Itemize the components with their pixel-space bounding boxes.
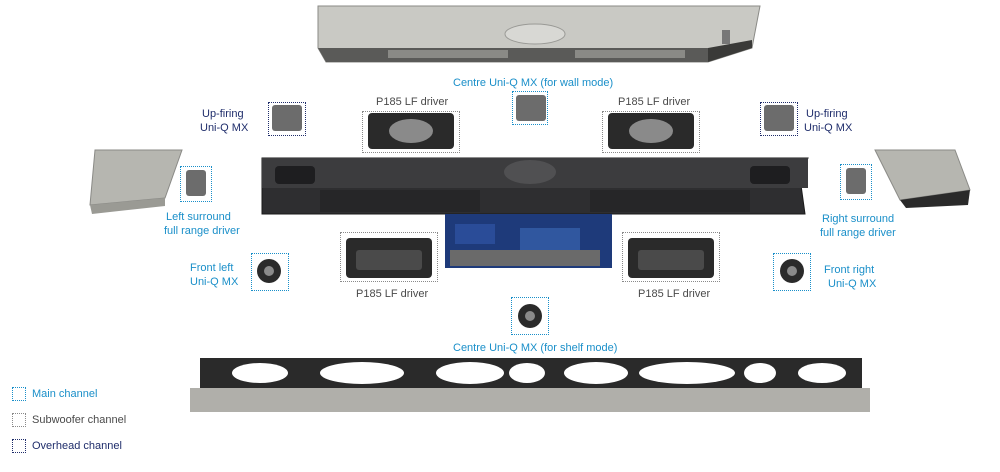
upfiring-right-label-line1: Up-firing — [806, 108, 848, 120]
front-left-box — [251, 253, 289, 291]
p185-bottom-right-box — [622, 232, 720, 282]
front-grille — [190, 358, 870, 412]
main-chassis — [261, 157, 809, 215]
upfiring-left-driver — [272, 105, 302, 131]
legend-main-label: Main channel — [32, 388, 98, 400]
legend-over-swatch — [12, 439, 26, 453]
p185-top-right-label: P185 LF driver — [618, 96, 691, 108]
upfiring-left-box — [268, 102, 306, 136]
legend-main-swatch — [12, 387, 26, 401]
legend-sub-row: Subwoofer channel — [12, 412, 126, 428]
upfiring-right-driver — [764, 105, 794, 131]
p185-top-right-box — [602, 111, 700, 153]
p185-bottom-left-label: P185 LF driver — [356, 288, 429, 300]
left-surround-label-line2: full range driver — [164, 225, 240, 237]
right-surround-driver — [846, 168, 866, 194]
p185-bottom-right-label: P185 LF driver — [638, 288, 711, 300]
front-right-label-line2: Uni-Q MX — [828, 278, 877, 290]
centre-wall-driver — [516, 95, 546, 121]
upfiring-left-label-line1: Up-firing — [202, 108, 244, 120]
front-right-box — [773, 253, 811, 291]
right-end-cap — [874, 149, 971, 208]
p185-bottom-left-box — [340, 232, 438, 282]
legend-over-row: Overhead channel — [12, 438, 122, 454]
amplifier-board — [445, 214, 612, 268]
left-surround-driver — [186, 170, 206, 196]
legend-main-row: Main channel — [12, 386, 97, 402]
centre-shelf-box — [511, 297, 549, 335]
right-surround-label-line1: Right surround — [822, 213, 895, 225]
front-left-label-line2: Uni-Q MX — [190, 276, 239, 288]
centre-wall-box — [512, 91, 548, 125]
legend-over-label: Overhead channel — [32, 440, 122, 452]
legend-sub-swatch — [12, 413, 26, 427]
left-end-cap — [89, 149, 183, 214]
top-cover-panel — [317, 5, 761, 63]
front-left-label-line1: Front left — [190, 262, 234, 274]
right-surround-label-line2: full range driver — [820, 227, 896, 239]
right-surround-box — [840, 164, 872, 200]
upfiring-left-label-line2: Uni-Q MX — [200, 122, 249, 134]
p185-top-left-box — [362, 111, 460, 153]
legend-sub-label: Subwoofer channel — [32, 414, 127, 426]
upfiring-right-label-line2: Uni-Q MX — [804, 122, 853, 134]
front-right-label-line1: Front right — [824, 264, 875, 276]
p185-top-left-label: P185 LF driver — [376, 96, 449, 108]
left-surround-label-line1: Left surround — [166, 211, 231, 223]
centre-shelf-label: Centre Uni-Q MX (for shelf mode) — [453, 342, 618, 354]
upfiring-right-box — [760, 102, 798, 136]
centre-wall-label: Centre Uni-Q MX (for wall mode) — [453, 77, 614, 89]
left-surround-box — [180, 166, 212, 202]
